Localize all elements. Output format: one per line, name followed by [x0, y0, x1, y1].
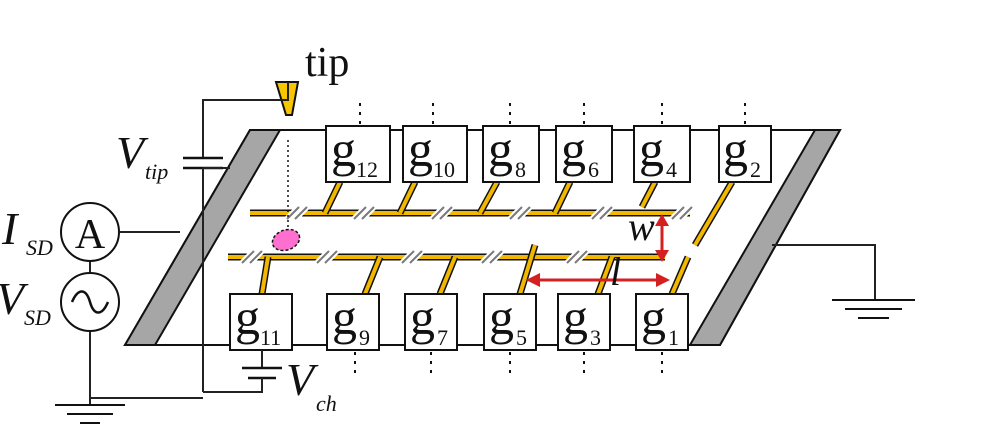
gate-label: g	[639, 121, 664, 177]
gate-g12: g 12	[325, 121, 391, 183]
gate-g2: g 2	[718, 121, 772, 183]
gate-label: g	[561, 121, 586, 177]
gate-g11: g 11	[229, 289, 293, 351]
ground-icon	[55, 404, 125, 424]
gate-label: g	[488, 121, 513, 177]
i-sd-label: I	[1, 203, 20, 254]
gate-g8: g 8	[482, 121, 540, 183]
gate-g1: g 1	[635, 289, 689, 351]
upper-gate-fingers	[250, 180, 736, 247]
v-sd-subscript: SD	[24, 305, 51, 330]
v-tip-label: V	[116, 127, 149, 178]
gate-index: 3	[590, 325, 601, 350]
length-label: l	[610, 249, 621, 294]
ammeter: A	[60, 202, 120, 262]
gate-label: g	[331, 121, 356, 177]
bottom-gate-leads	[354, 352, 663, 375]
gate-index: 9	[359, 325, 370, 350]
i-sd-subscript: SD	[26, 235, 53, 260]
gate-g3: g 3	[557, 289, 611, 351]
width-arrow	[655, 214, 669, 262]
width-label: w	[628, 204, 655, 249]
channel-bias-circuit	[203, 350, 282, 393]
tip-bias-circuit	[183, 82, 289, 392]
gate-g4: g 4	[633, 121, 691, 183]
gate-index: 10	[433, 157, 455, 182]
gate-index: 8	[515, 157, 526, 182]
gate-index: 6	[588, 157, 599, 182]
gate-label: g	[641, 289, 666, 345]
finger-break-marks	[239, 204, 695, 266]
gate-index: 11	[260, 325, 281, 350]
gate-label: g	[235, 289, 260, 345]
tip-label: tip	[305, 40, 349, 86]
gate-label: g	[408, 121, 433, 177]
gate-label: g	[489, 289, 514, 345]
drain-ground-circuit	[772, 244, 876, 300]
drain-contact	[688, 129, 842, 346]
gate-g5: g 5	[483, 289, 537, 351]
gate-g6: g 6	[555, 121, 613, 183]
gate-g7: g 7	[404, 289, 458, 351]
gate-index: 2	[750, 157, 761, 182]
length-arrow	[526, 273, 670, 287]
ammeter-symbol: A	[75, 212, 106, 258]
gate-g9: g 9	[326, 289, 380, 351]
gate-label: g	[723, 121, 748, 177]
v-ch-label: V	[286, 354, 319, 405]
gate-g10: g 10	[402, 121, 468, 183]
top-gate-leads	[359, 103, 746, 126]
gate-index: 7	[437, 325, 448, 350]
gate-label: g	[410, 289, 435, 345]
gate-index: 1	[668, 325, 679, 350]
gate-index: 12	[356, 157, 378, 182]
v-ch-subscript: ch	[316, 391, 337, 416]
probe-spot	[271, 228, 301, 252]
gate-index: 5	[516, 325, 527, 350]
v-tip-subscript: tip	[145, 159, 168, 184]
gate-index: 4	[666, 157, 677, 182]
ground-icon-right	[832, 299, 915, 319]
gate-label: g	[563, 289, 588, 345]
ac-source-icon	[60, 272, 120, 332]
lower-gate-fingers	[228, 243, 692, 296]
gate-label: g	[332, 289, 357, 345]
